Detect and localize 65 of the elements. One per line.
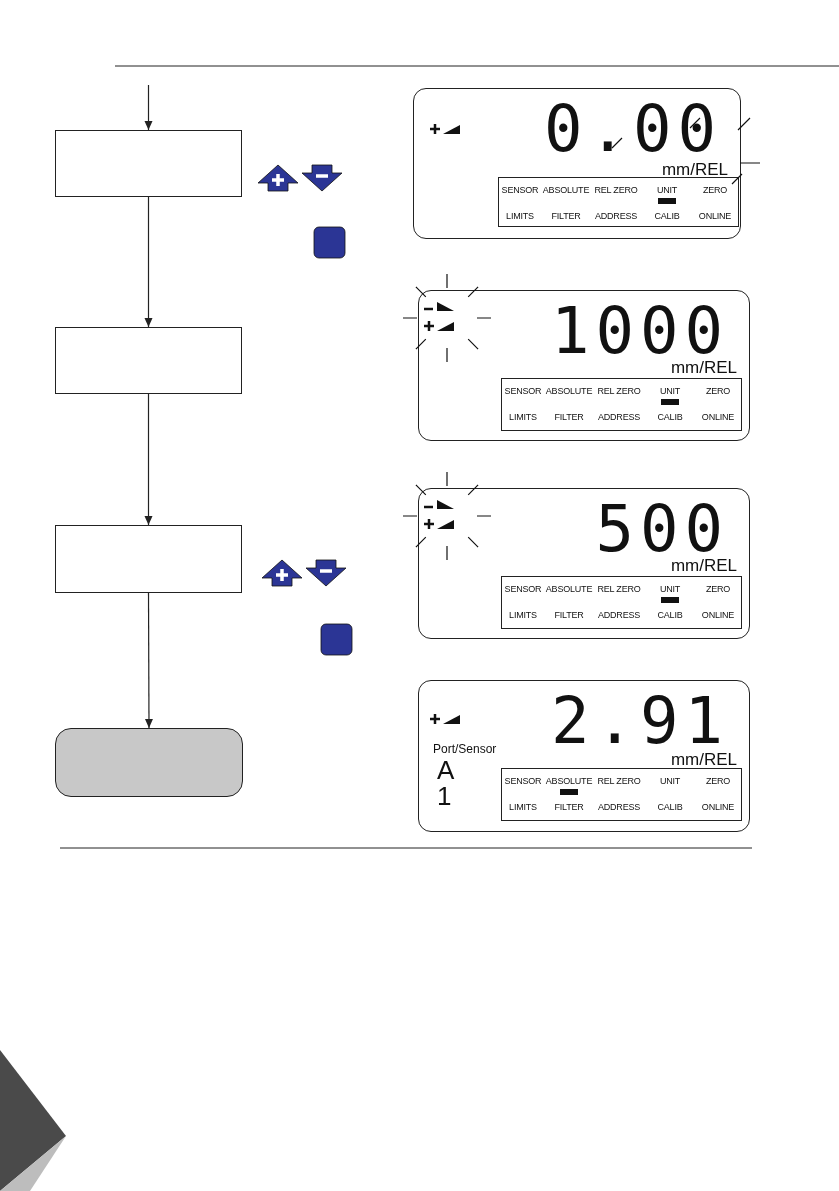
menu-box xyxy=(498,177,739,227)
menu-item-label: CALIB xyxy=(657,611,683,620)
port-sensor-label: Port/Sensor xyxy=(433,743,497,755)
menu-item-label: ABSOLUTE xyxy=(545,585,593,594)
menu-item-label: ONLINE xyxy=(701,611,735,620)
arrow xyxy=(144,196,153,328)
lcd-reading: 0.00 xyxy=(543,97,722,161)
menu-item-label: ONLINE xyxy=(701,803,735,812)
menu-box xyxy=(501,768,742,821)
menu-item-label: ABSOLUTE xyxy=(545,387,593,396)
lcd-display xyxy=(413,88,741,239)
process-box xyxy=(55,130,242,197)
menu-item-label: FILTER xyxy=(554,611,584,620)
menu-item-label: CALIB xyxy=(657,803,683,812)
menu-item-label: ZERO xyxy=(705,585,731,594)
end-box xyxy=(55,728,243,797)
menu-box xyxy=(501,576,742,629)
arrow xyxy=(144,592,153,729)
unit-label: mm/REL xyxy=(670,359,737,376)
menu-item-label: SENSOR xyxy=(501,186,539,195)
menu-box xyxy=(501,378,742,431)
lcd-reading: 2.91 xyxy=(550,689,729,753)
process-box xyxy=(55,327,242,394)
menu-item-label: ZERO xyxy=(705,777,731,786)
lcd-display xyxy=(418,290,750,441)
unit-label: mm/REL xyxy=(670,751,737,768)
menu-item-label: FILTER xyxy=(554,413,584,422)
sensor-number: 1 xyxy=(437,783,452,809)
menu-item-label: REL ZERO xyxy=(597,777,641,786)
menu-item-label: ADDRESS xyxy=(597,611,641,620)
unit-label: mm/REL xyxy=(661,161,728,178)
menu-item-label: UNIT xyxy=(659,777,681,786)
lcd-display xyxy=(418,488,750,639)
menu-item-label: LIMITS xyxy=(506,212,534,221)
menu-item-label: FILTER xyxy=(554,803,584,812)
port-letter: A xyxy=(437,757,455,783)
menu-item-label: LIMITS xyxy=(509,413,537,422)
menu-item-label: FILTER xyxy=(551,212,581,221)
menu-item-label: ADDRESS xyxy=(597,413,641,422)
process-box xyxy=(55,525,242,593)
menu-item-label: REL ZERO xyxy=(597,387,641,396)
menu-item-label: ZERO xyxy=(705,387,731,396)
menu-item-label: ONLINE xyxy=(701,413,735,422)
menu-item-label: CALIB xyxy=(657,413,683,422)
menu-item-label: SENSOR xyxy=(504,585,542,594)
menu-item-label: ABSOLUTE xyxy=(542,186,590,195)
menu-item-label: REL ZERO xyxy=(597,585,641,594)
menu-item-label: ADDRESS xyxy=(594,212,638,221)
menu-item-label: ADDRESS xyxy=(597,803,641,812)
menu-item-label: REL ZERO xyxy=(594,186,638,195)
arrow xyxy=(144,393,153,526)
menu-item-label: UNIT xyxy=(659,585,681,594)
unit-label: mm/REL xyxy=(670,557,737,574)
menu-item-label: ZERO xyxy=(702,186,728,195)
menu-item-label: LIMITS xyxy=(509,803,537,812)
menu-item-label: LIMITS xyxy=(509,611,537,620)
lcd-display xyxy=(418,680,750,832)
menu-item-label: ONLINE xyxy=(698,212,732,221)
menu-item-label: UNIT xyxy=(659,387,681,396)
menu-item-label: SENSOR xyxy=(504,387,542,396)
menu-item-label: CALIB xyxy=(654,212,680,221)
menu-item-label: ABSOLUTE xyxy=(545,777,593,786)
menu-item-label: UNIT xyxy=(656,186,678,195)
arrow xyxy=(144,84,153,131)
menu-item-label: SENSOR xyxy=(504,777,542,786)
